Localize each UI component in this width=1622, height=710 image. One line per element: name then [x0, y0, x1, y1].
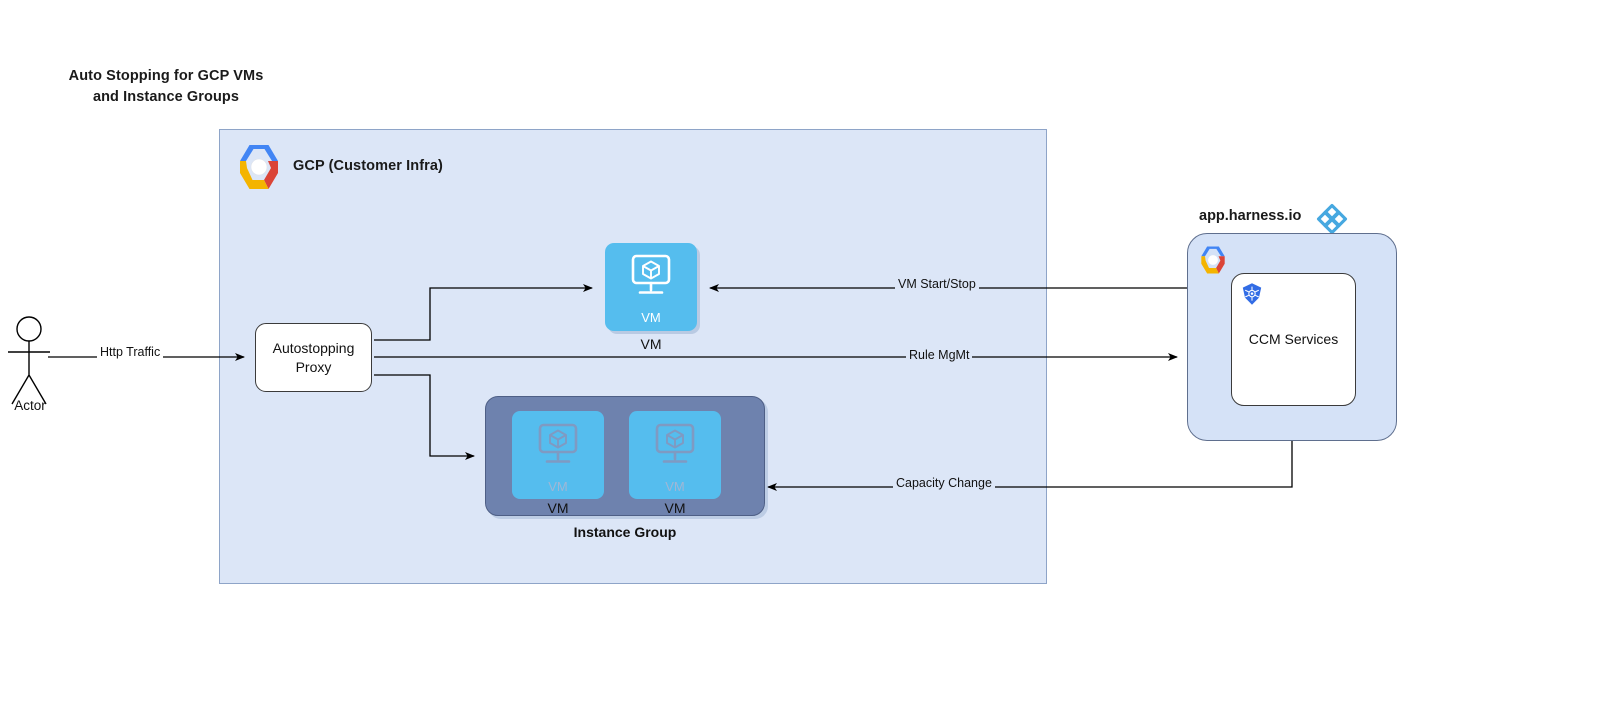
harness-title: app.harness.io — [1199, 208, 1302, 224]
edge-label-rule-mgmt: Rule MgMt — [906, 348, 973, 362]
actor-caption: Actor — [14, 398, 46, 413]
instance-group-vm-2[interactable]: VM — [629, 411, 721, 499]
instance-group-caption: Instance Group — [573, 524, 677, 540]
edge-label-http-traffic: Http Traffic — [97, 345, 164, 359]
gcp-logo-icon — [1201, 246, 1225, 274]
autostopping-proxy-label-line-1: Autostopping — [272, 340, 355, 357]
gcp-logo-icon — [240, 145, 278, 189]
instance-group-vm-1-caption: VM — [547, 500, 569, 516]
vm-inner-label: VM — [641, 310, 661, 325]
autostopping-proxy-node[interactable]: Autostopping Proxy — [255, 323, 372, 392]
title-line-1: Auto Stopping for GCP VMs — [68, 68, 264, 84]
instance-group-container[interactable]: VM VM VM VM — [485, 396, 765, 516]
instance-group-vm-1-inner-label: VM — [548, 479, 568, 494]
page-title: Auto Stopping for GCP VMs and Instance G… — [46, 66, 286, 108]
vm-monitor-cube-icon — [631, 254, 671, 294]
title-line-2: and Instance Groups — [92, 89, 240, 106]
instance-group-vm-2-caption: VM — [664, 500, 686, 516]
kubernetes-logo-icon — [1242, 283, 1262, 305]
vm-node[interactable]: VM — [605, 243, 697, 331]
gcp-container-label: GCP (Customer Infra) — [293, 158, 443, 174]
vm-monitor-cube-icon — [655, 423, 695, 463]
instance-group-vm-1[interactable]: VM — [512, 411, 604, 499]
actor-stick-figure-icon — [8, 316, 50, 405]
harness-logo-icon — [1316, 203, 1348, 235]
ccm-services-label: CCM Services — [1248, 331, 1339, 347]
instance-group-vm-2-inner-label: VM — [665, 479, 685, 494]
edge-label-capacity-change: Capacity Change — [893, 476, 995, 490]
autostopping-proxy-label-line-2: Proxy — [295, 358, 332, 375]
vm-caption: VM — [640, 336, 662, 352]
edge-label-vm-start-stop: VM Start/Stop — [895, 277, 979, 291]
vm-monitor-cube-icon — [538, 423, 578, 463]
